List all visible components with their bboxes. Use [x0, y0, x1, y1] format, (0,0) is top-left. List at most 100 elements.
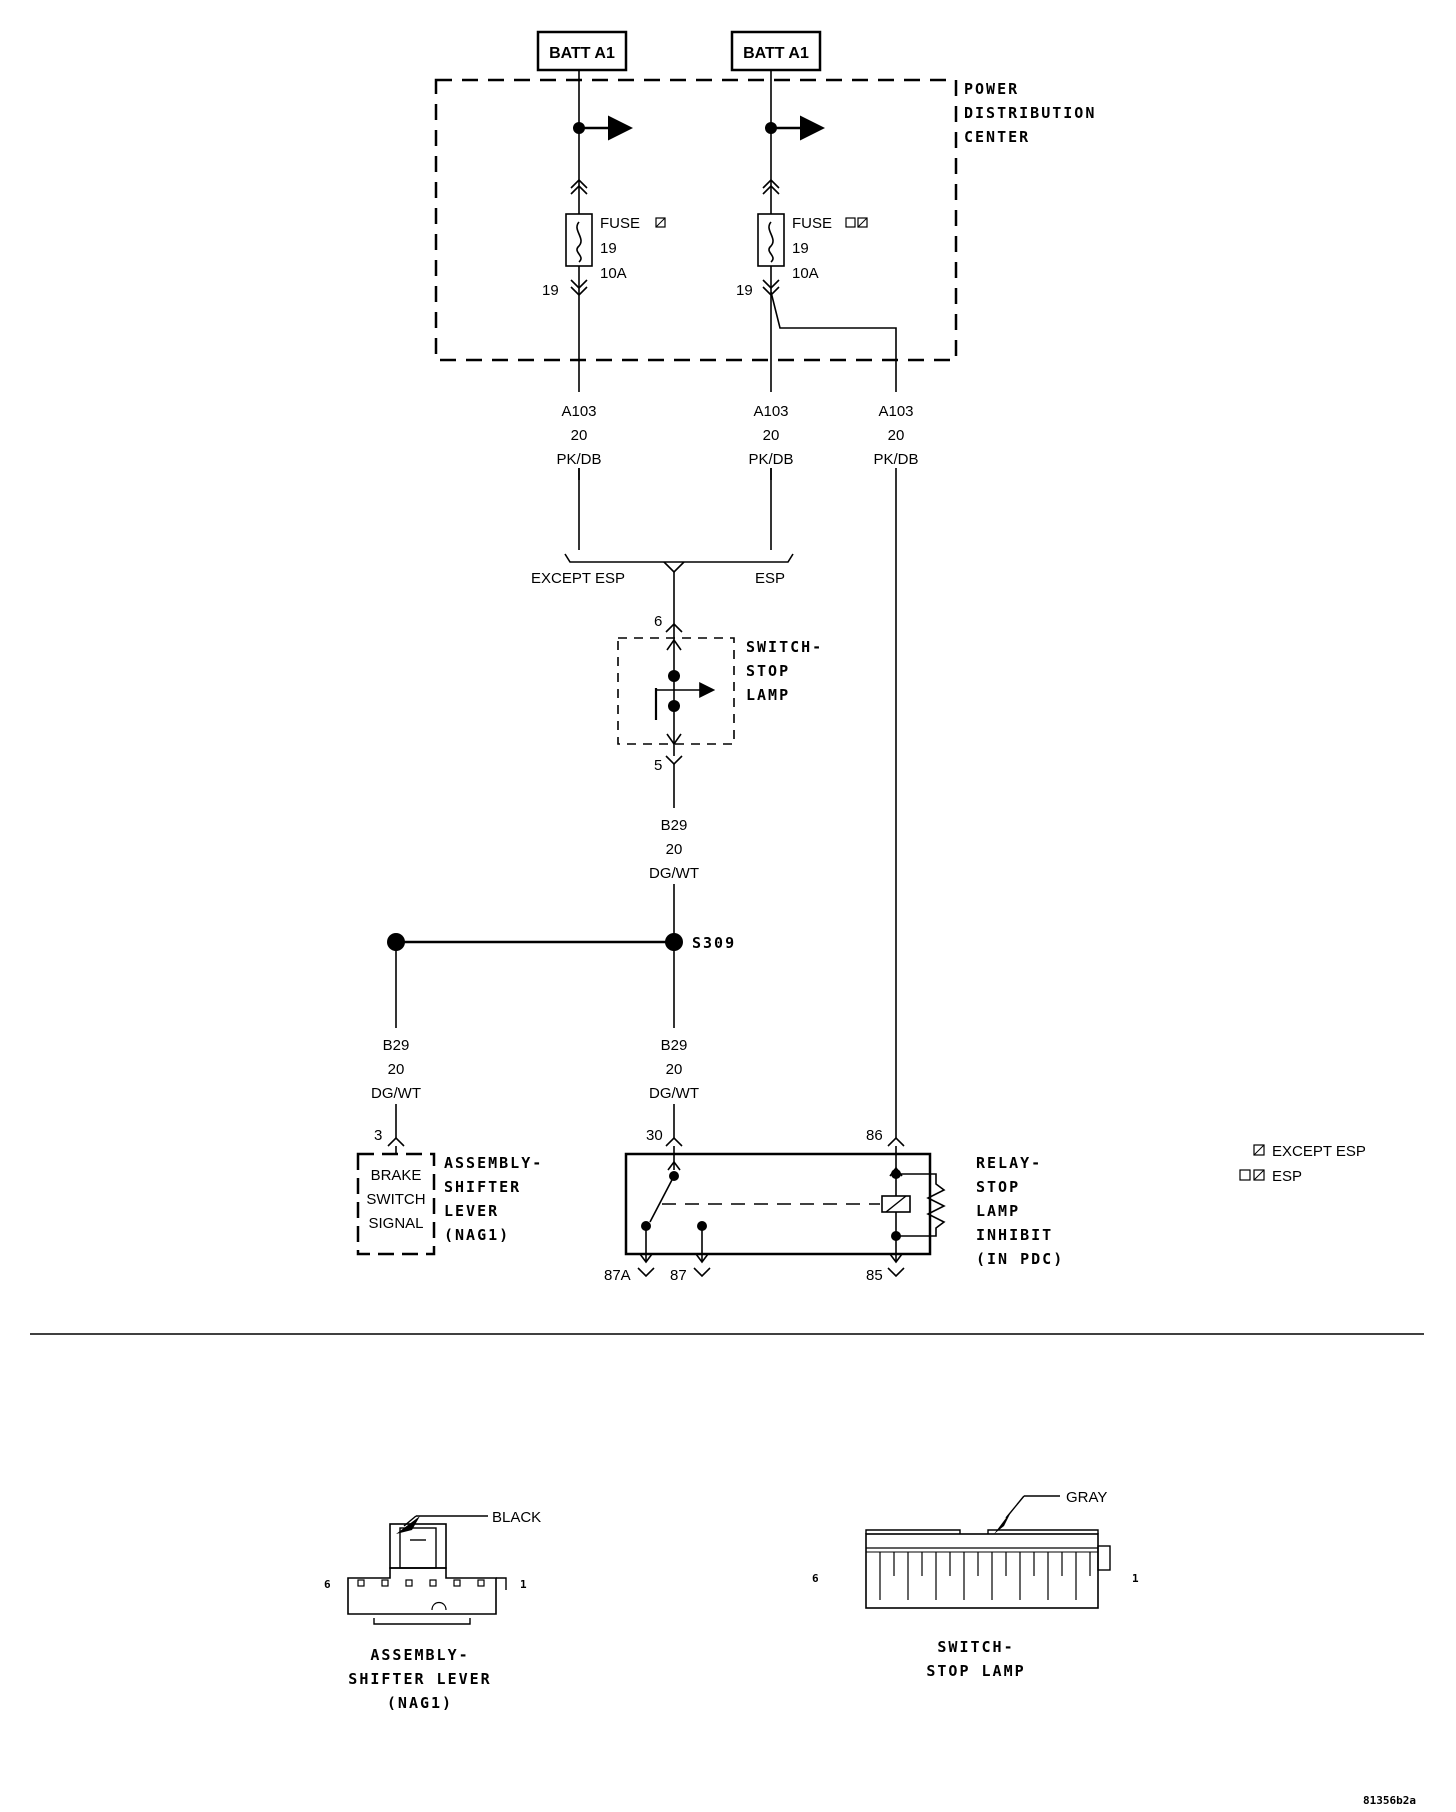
svg-text:ASSEMBLY-: ASSEMBLY- [444, 1154, 543, 1172]
shifter-connector-view: BLACK 6 1 ASSEMBLY- SHIFTER LEVER (NAG1) [324, 1509, 541, 1712]
svg-text:1: 1 [1132, 1572, 1139, 1585]
svg-text:6: 6 [324, 1578, 331, 1591]
svg-text:B29: B29 [383, 1037, 410, 1054]
svg-text:B29: B29 [661, 817, 688, 834]
svg-text:87: 87 [670, 1267, 687, 1284]
wire-a103-left: A103 20 PK/DB [550, 392, 608, 468]
svg-text:EXCEPT ESP: EXCEPT ESP [1272, 1143, 1366, 1160]
shifter-assembly: 3 BRAKE SWITCH SIGNAL ASSEMBLY- SHIFTER … [356, 1127, 543, 1256]
svg-text:ESP: ESP [1272, 1168, 1302, 1185]
svg-text:FUSE: FUSE [792, 215, 832, 232]
svg-text:LAMP: LAMP [746, 686, 790, 704]
svg-text:DG/WT: DG/WT [649, 1085, 699, 1102]
svg-text:PK/DB: PK/DB [556, 451, 601, 468]
svg-text:A103: A103 [878, 403, 913, 420]
fuse-right-branch: FUSE 19 10A 19 [736, 70, 897, 480]
pdc-boundary [434, 78, 958, 362]
svg-text:LAMP: LAMP [976, 1202, 1020, 1220]
wire-b29-top: B29 20 DG/WT [646, 808, 702, 884]
svg-text:SHIFTER LEVER: SHIFTER LEVER [348, 1670, 491, 1688]
svg-text:CENTER: CENTER [964, 128, 1030, 146]
svg-text:20: 20 [571, 427, 588, 444]
except-esp-legend-icon [1253, 1144, 1265, 1156]
stop-lamp-inhibit-relay: 30 86 87A 87 85 RELAY- STO [604, 1127, 1064, 1284]
svg-text:ESP: ESP [755, 570, 785, 587]
svg-text:BATT A1: BATT A1 [743, 45, 809, 62]
fuse-left-icon [565, 213, 593, 267]
svg-text:DISTRIBUTION: DISTRIBUTION [964, 104, 1096, 122]
esp-legend-icon [1239, 1169, 1251, 1181]
pdc-label: POWER DISTRIBUTION CENTER [964, 80, 1096, 146]
switch-connector-view: GRAY 6 1 SWITCH- STOP LAMP [812, 1489, 1139, 1680]
svg-text:SHIFTER: SHIFTER [444, 1178, 521, 1196]
svg-text:20: 20 [763, 427, 780, 444]
svg-text:19: 19 [792, 240, 809, 257]
figure-id: 81356b2a [1363, 1794, 1416, 1807]
svg-text:PK/DB: PK/DB [873, 451, 918, 468]
svg-text:DG/WT: DG/WT [371, 1085, 421, 1102]
connector-terminals [879, 1552, 1091, 1600]
svg-text:(IN PDC): (IN PDC) [976, 1250, 1064, 1268]
svg-text:SWITCH-: SWITCH- [746, 638, 823, 656]
svg-text:20: 20 [388, 1061, 405, 1078]
svg-text:SIGNAL: SIGNAL [368, 1215, 423, 1232]
svg-text:A103: A103 [561, 403, 596, 420]
svg-text:BRAKE: BRAKE [371, 1167, 422, 1184]
svg-text:86: 86 [866, 1127, 883, 1144]
svg-text:5: 5 [654, 757, 662, 774]
svg-text:STOP: STOP [746, 662, 790, 680]
wire-a103-right: A103 20 PK/DB [866, 392, 926, 468]
svg-text:POWER: POWER [964, 80, 1019, 98]
svg-text:EXCEPT ESP: EXCEPT ESP [531, 570, 625, 587]
svg-text:SWITCH-: SWITCH- [937, 1638, 1014, 1656]
svg-text:1: 1 [520, 1578, 527, 1591]
svg-text:20: 20 [888, 427, 905, 444]
svg-text:DG/WT: DG/WT [649, 865, 699, 882]
batt-source-left: BATT A1 [536, 30, 628, 72]
svg-text:BLACK: BLACK [492, 1509, 541, 1526]
svg-text:(NAG1): (NAG1) [444, 1226, 510, 1244]
batt-source-right: BATT A1 [730, 30, 822, 72]
svg-text:19: 19 [542, 282, 559, 299]
svg-text:GRAY: GRAY [1066, 1489, 1107, 1506]
svg-text:19: 19 [600, 240, 617, 257]
svg-text:6: 6 [654, 613, 662, 630]
svg-text:ASSEMBLY-: ASSEMBLY- [370, 1646, 469, 1664]
svg-text:LEVER: LEVER [444, 1202, 499, 1220]
svg-text:(NAG1): (NAG1) [387, 1694, 453, 1712]
svg-text:30: 30 [646, 1127, 663, 1144]
svg-text:RELAY-: RELAY- [976, 1154, 1042, 1172]
svg-text:SWITCH: SWITCH [366, 1191, 425, 1208]
svg-text:FUSE: FUSE [600, 215, 640, 232]
esp-junction: EXCEPT ESP ESP [531, 468, 794, 630]
svg-text:S309: S309 [692, 934, 736, 952]
svg-text:3: 3 [374, 1127, 382, 1144]
svg-text:20: 20 [666, 841, 683, 858]
svg-text:10A: 10A [600, 265, 627, 282]
legend: EXCEPT ESP ESP [1239, 1143, 1366, 1185]
stop-lamp-switch: 6 5 SWITCH- STOP LAMP [617, 613, 823, 774]
connector-pins [357, 1579, 485, 1587]
svg-text:STOP: STOP [976, 1178, 1020, 1196]
fuse-left-branch: FUSE 19 10A 19 [542, 70, 666, 480]
svg-text:6: 6 [812, 1572, 819, 1585]
fuse-right-icon [757, 213, 785, 267]
svg-text:STOP LAMP: STOP LAMP [926, 1662, 1025, 1680]
svg-text:10A: 10A [792, 265, 819, 282]
svg-text:19: 19 [736, 282, 753, 299]
wire-a103-mid: A103 20 PK/DB [742, 392, 800, 468]
svg-text:INHIBIT: INHIBIT [976, 1226, 1053, 1244]
splice-s309: S309 [387, 933, 736, 1138]
svg-text:PK/DB: PK/DB [748, 451, 793, 468]
svg-text:B29: B29 [661, 1037, 688, 1054]
svg-text:A103: A103 [753, 403, 788, 420]
wire-b29-left: B29 20 DG/WT [368, 1028, 424, 1104]
svg-text:87A: 87A [604, 1267, 631, 1284]
svg-text:20: 20 [666, 1061, 683, 1078]
esp-symbol [845, 217, 856, 228]
wire-b29-mid: B29 20 DG/WT [646, 1028, 702, 1104]
svg-text:BATT A1: BATT A1 [549, 45, 615, 62]
svg-text:85: 85 [866, 1267, 883, 1284]
except-esp-symbol [655, 217, 666, 228]
